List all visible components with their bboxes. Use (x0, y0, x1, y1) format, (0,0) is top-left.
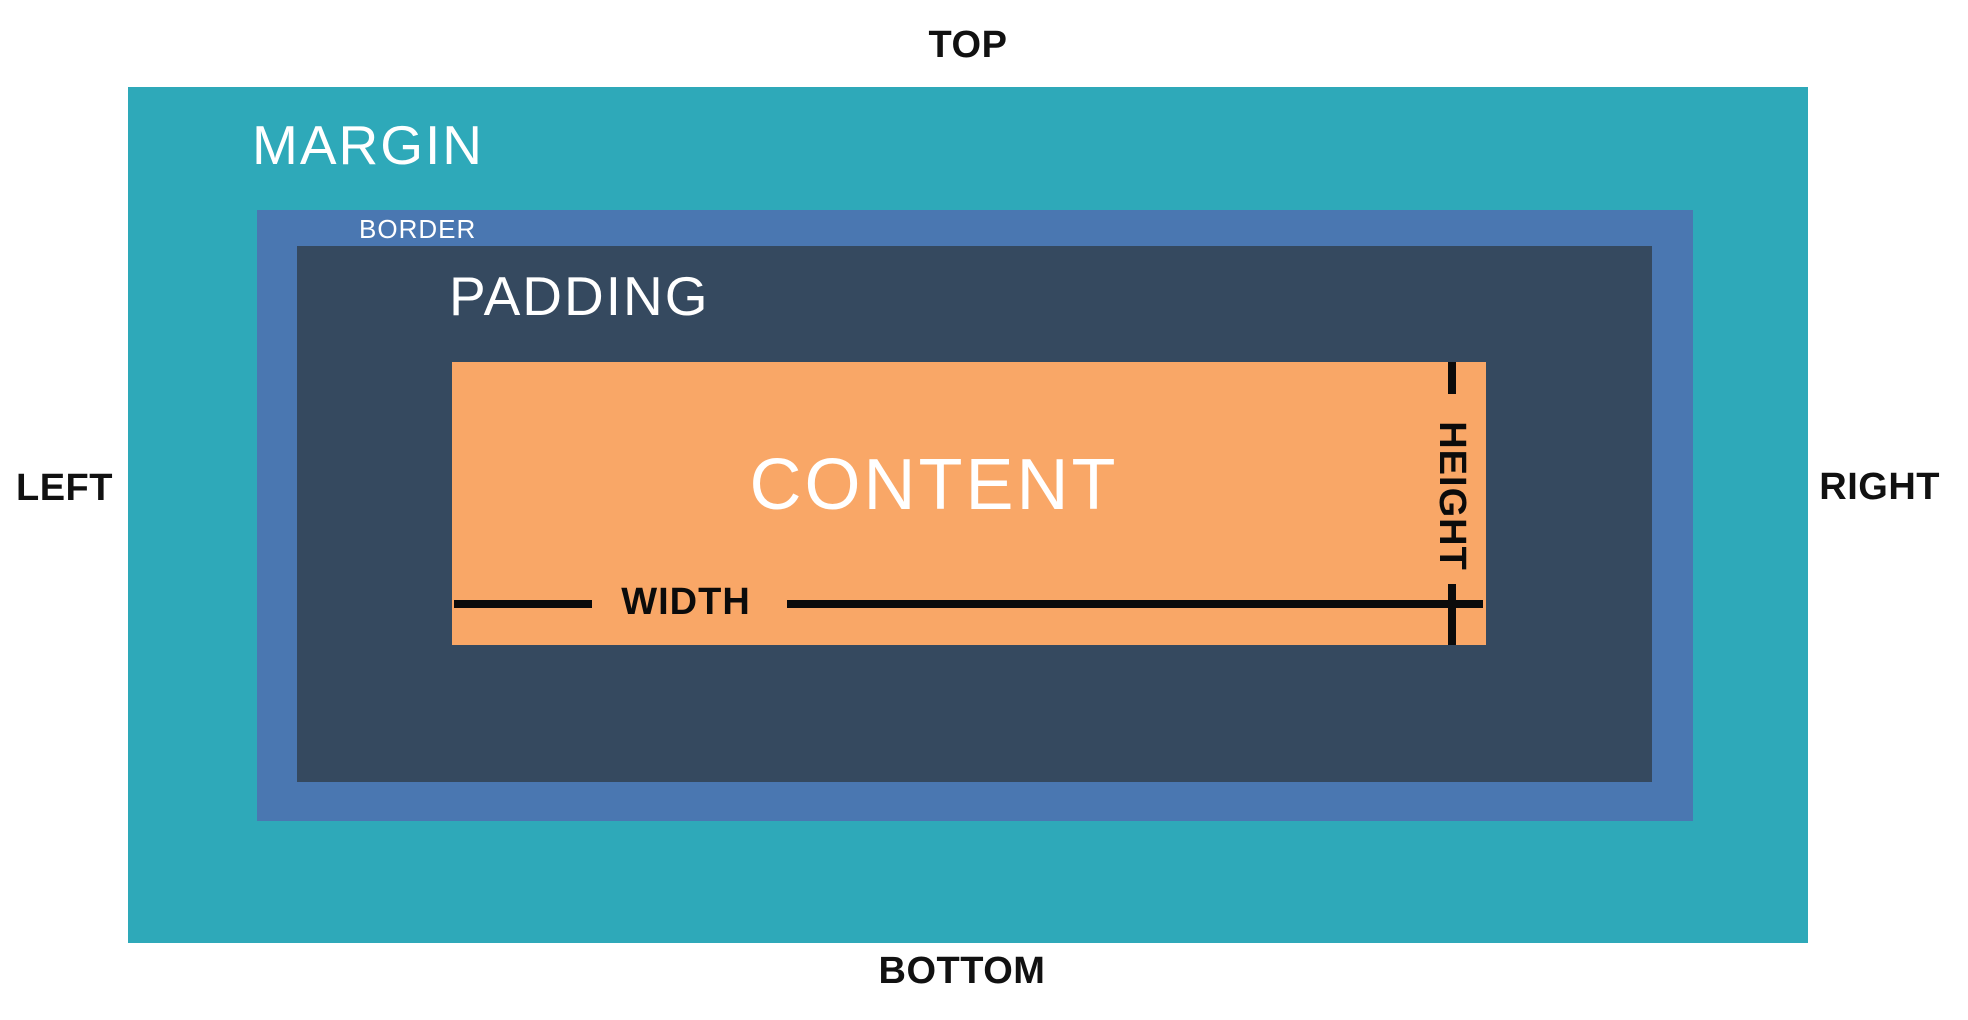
right-side-label: RIGHT (1819, 466, 1940, 508)
height-dimension-line-top (1448, 362, 1456, 394)
padding-box: PADDING CONTENT WIDTH HEIGHT (297, 246, 1652, 782)
margin-label: MARGIN (252, 114, 484, 176)
height-dimension-line-bottom (1448, 584, 1456, 645)
border-label: BORDER (359, 214, 477, 244)
margin-box: MARGIN BORDER PADDING CONTENT WIDTH HEIG… (128, 87, 1808, 943)
border-box: BORDER PADDING CONTENT WIDTH HEIGHT (257, 210, 1693, 821)
content-label: CONTENT (749, 445, 1119, 525)
content-box: CONTENT WIDTH HEIGHT (452, 362, 1486, 645)
top-side-label: TOP (928, 24, 1008, 66)
height-label: HEIGHT (1431, 421, 1473, 571)
width-label: WIDTH (621, 581, 751, 623)
width-dimension-line-right (787, 600, 1483, 608)
padding-label: PADDING (449, 265, 710, 327)
bottom-side-label: BOTTOM (878, 950, 1046, 992)
left-side-label: LEFT (16, 467, 113, 509)
width-dimension-line-left (454, 600, 592, 608)
